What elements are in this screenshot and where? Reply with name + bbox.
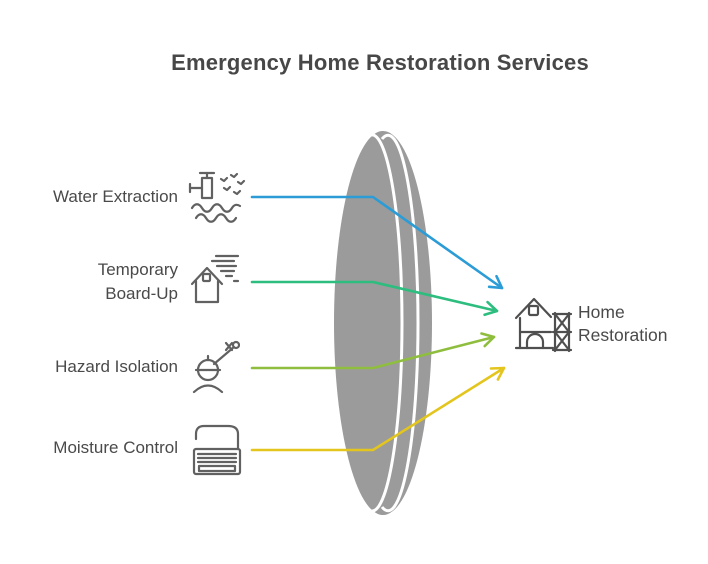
item-label-moisture-control: Moisture Control xyxy=(53,438,178,457)
item-label-hazard-isolation: Hazard Isolation xyxy=(55,357,178,376)
lens-gap-1 xyxy=(370,133,404,513)
item-label-board-up: Temporary Board-Up xyxy=(97,260,178,303)
page-title: Emergency Home Restoration Services xyxy=(171,50,589,75)
hazard-isolation-icon xyxy=(192,340,240,394)
item-label-water-extraction: Water Extraction xyxy=(52,187,178,206)
arrow-board-up xyxy=(250,280,499,317)
moisture-control-icon xyxy=(188,423,246,477)
lens-disc xyxy=(334,131,432,515)
arrow-hazard-isolation xyxy=(250,332,496,370)
home-restoration-icon xyxy=(513,293,573,355)
arrow-moisture-control xyxy=(250,366,506,452)
lens-gap-2 xyxy=(380,133,420,513)
board-up-icon xyxy=(188,253,244,309)
water-extraction-icon xyxy=(188,170,246,224)
arrow-water-extraction xyxy=(250,195,504,290)
result-label-home-restoration: Home Restoration xyxy=(578,302,668,345)
